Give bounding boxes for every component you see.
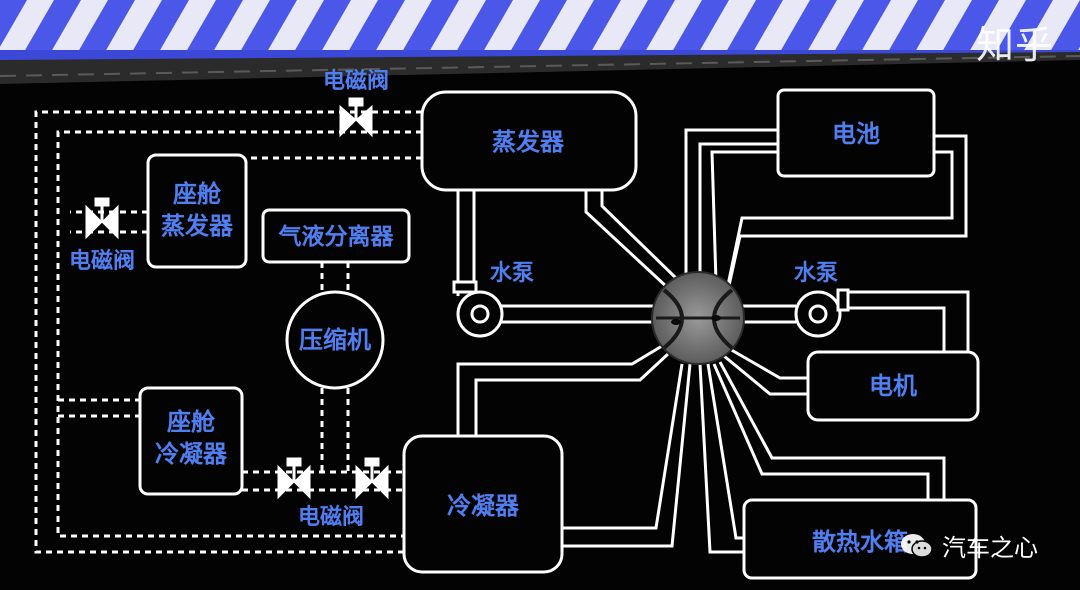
cabin-condenser-label-line2: 冷凝器 — [155, 440, 228, 468]
component-boxes — [138, 88, 980, 580]
motor-box — [806, 350, 980, 422]
radiator-box — [742, 498, 978, 580]
condenser-box — [402, 434, 564, 574]
radiator-label: 散热水箱 — [812, 528, 908, 556]
motor-label: 电机 — [869, 372, 917, 400]
evaporator-label: 蒸发器 — [492, 128, 565, 156]
condenser-label: 冷凝器 — [447, 492, 520, 520]
cabin-evaporator-box — [146, 153, 248, 269]
top-banner — [0, 0, 1080, 84]
battery-label: 电池 — [832, 120, 880, 148]
solenoid-valve-left-icon — [85, 197, 119, 240]
evaporator-box — [420, 90, 638, 192]
valve-top-label: 电磁阀 — [323, 68, 389, 94]
cabin-condenser-label-line1: 座舱 — [167, 408, 216, 436]
refrigerant-lines — [34, 110, 422, 554]
solenoid-valve-bottom-left-icon — [277, 457, 311, 500]
cabin-evaporator-label-line1: 座舱 — [173, 180, 222, 208]
valve-bottom-label: 电磁阀 — [298, 504, 364, 530]
battery-box — [776, 88, 936, 178]
valve-left-label: 电磁阀 — [69, 248, 135, 274]
coolant-lines — [456, 128, 970, 554]
brand-badge: 汽车之心 — [900, 528, 1038, 563]
brand-name: 汽车之心 — [942, 534, 1038, 562]
pump-left-icon — [452, 280, 504, 338]
separator-label: 气液分离器 — [278, 223, 395, 250]
wechat-icon — [901, 533, 933, 558]
compressor-label: 压缩机 — [299, 326, 371, 354]
cabin-condenser-box — [138, 386, 244, 496]
four-way-valve-icon — [651, 271, 745, 365]
zhihu-watermark: 知乎 — [976, 23, 1055, 67]
cabin-evaporator-label-line2: 蒸发器 — [161, 212, 234, 240]
pump-left-label: 水泵 — [490, 261, 534, 286]
separator-box — [261, 208, 411, 264]
component-labels: 蒸发器 座舱 蒸发器 气液分离器 压缩机 座舱 冷凝器 冷凝器 电池 电机 散热… — [69, 68, 917, 556]
pump-right-label: 水泵 — [794, 261, 838, 286]
solenoid-valve-top-icon — [339, 97, 373, 138]
pump-right-icon — [794, 288, 850, 338]
solenoid-valve-bottom-right-icon — [355, 457, 389, 500]
compressor-circle — [285, 290, 385, 390]
